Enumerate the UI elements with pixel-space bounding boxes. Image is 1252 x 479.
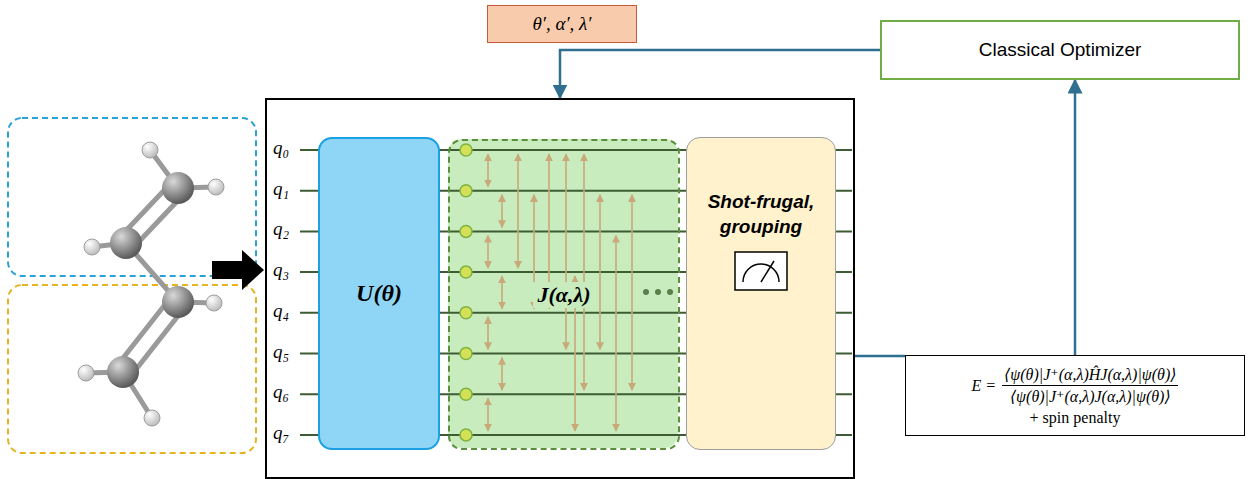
qubit-label: q₁ — [273, 178, 289, 200]
fragment-box — [8, 285, 256, 453]
formula-denominator: ⟨ψ(θ)|J⁺(α,λ)J(α,λ)|ψ(θ)⟩ — [1008, 386, 1173, 407]
formula-numerator: ⟨ψ(θ)|J⁺(α,λ)ĤJ(α,λ)|ψ(θ)⟩ — [1002, 364, 1178, 386]
energy-box: E = ⟨ψ(θ)|J⁺(α,λ)ĤJ(α,λ)|ψ(θ)⟩⟨ψ(θ)|J⁺(α,… — [905, 355, 1245, 436]
qubit-dot — [460, 348, 472, 360]
parameter-box: θ′, α′, λ′ — [487, 5, 637, 43]
ansatz-box: U(θ) — [318, 137, 440, 450]
coupling-arrow — [487, 317, 489, 350]
molecule-bonds — [86, 150, 216, 418]
node-label: U(θ) — [356, 280, 402, 307]
qubit-dot — [460, 429, 472, 441]
coupling-arrow — [615, 235, 617, 431]
coupling-arrow — [487, 154, 489, 187]
qubit-dot — [460, 225, 472, 237]
coupling-arrow — [631, 195, 633, 391]
qubit-dot — [460, 266, 472, 278]
meter-arc — [743, 264, 779, 282]
qubit-dot — [460, 144, 472, 156]
qubit-label: q₄ — [273, 300, 289, 322]
node-label: Classical Optimizer — [979, 39, 1142, 61]
node-label: Shot-frugal, grouping — [695, 190, 827, 239]
entangler-couplings — [488, 154, 632, 431]
qubit-dots — [460, 144, 472, 441]
entangler-box: J(α,λ) — [448, 139, 680, 450]
formula-row: E = ⟨ψ(θ)|J⁺(α,λ)ĤJ(α,λ)|ψ(θ)⟩⟨ψ(θ)|J⁺(α,… — [916, 364, 1234, 407]
qubit-dot — [460, 388, 472, 400]
connector — [560, 50, 880, 98]
qubit-dot — [460, 307, 472, 319]
qubit-label: q₆ — [273, 381, 289, 403]
formula-tail: + spin penalty — [916, 409, 1234, 427]
ellipsis-dots — [643, 289, 673, 295]
node-label: θ′, α′, λ′ — [532, 13, 591, 35]
coupling-arrow — [501, 276, 503, 309]
optimizer-box: Classical Optimizer — [880, 20, 1240, 80]
input-arrow — [212, 250, 264, 290]
coupling-arrow — [501, 195, 503, 228]
connector — [1074, 80, 1077, 355]
formula-penalty: + spin penalty — [1030, 409, 1121, 426]
node-label: J(α,λ) — [533, 282, 594, 308]
meter-frame — [735, 252, 787, 290]
coupling-arrow — [583, 154, 585, 390]
coupling-arrow — [565, 154, 567, 350]
coupling-arrow — [599, 195, 601, 350]
molecule-atoms — [78, 142, 224, 426]
qubit-label: q₀ — [273, 137, 289, 159]
coupling-arrow — [501, 358, 503, 391]
qubit-dot — [460, 185, 472, 197]
meter-needle — [761, 261, 774, 282]
circuit-box: U(θ) J(α,λ) Shot-frugal, grouping q₀ q₁ q₂ q₃ q… — [265, 98, 855, 479]
coupling-arrow — [487, 398, 489, 431]
measurement-box: Shot-frugal, grouping — [686, 137, 836, 450]
qubit-label: q₃ — [273, 259, 289, 281]
qubit-label: q₂ — [273, 218, 289, 240]
formula-lhs: E = — [972, 377, 997, 395]
formula-fraction: ⟨ψ(θ)|J⁺(α,λ)ĤJ(α,λ)|ψ(θ)⟩⟨ψ(θ)|J⁺(α,λ)J… — [1002, 364, 1178, 407]
coupling-arrow — [517, 154, 519, 268]
fragment-box — [8, 118, 256, 276]
connector — [855, 355, 905, 358]
entangler-background — [448, 139, 678, 448]
qubit-label: q₅ — [273, 341, 289, 363]
qubit-label: q₇ — [273, 422, 289, 444]
meter-icon — [734, 251, 788, 291]
coupling-arrow — [487, 235, 489, 268]
